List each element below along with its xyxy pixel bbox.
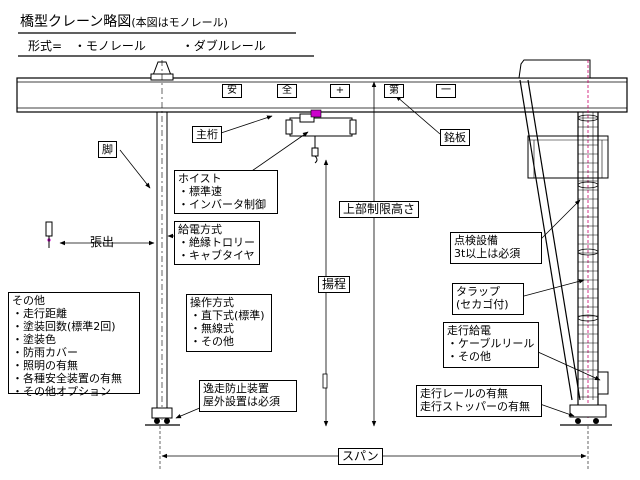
runaway-line: 屋外設置は必須 — [203, 395, 280, 408]
travel-rail-line: 走行ストッパーの有無 — [420, 400, 530, 413]
power-supply-item: ・キャブタイヤ — [178, 249, 255, 262]
span-label: スパン — [338, 448, 383, 465]
pendant-switch — [45, 221, 53, 248]
inspection-line: 3t以上は必須 — [454, 247, 521, 260]
title-main: 橋型クレーン略図 — [20, 14, 132, 30]
ladder-rungs — [578, 117, 598, 398]
hoist-box: ホイスト ・標準速 ・インバータ制御 — [174, 170, 278, 214]
travel-power-heading: 走行給電 — [447, 324, 491, 337]
ladder-line: タラップ — [456, 285, 500, 298]
others-item: ・その他オプション — [12, 385, 111, 398]
others-item: ・防雨カバー — [12, 346, 78, 359]
upper-limit-label: 上部制限高さ — [339, 201, 420, 218]
hoist-item: ・インバータ制御 — [178, 198, 266, 211]
type-option-monorail: ・モノレール — [73, 39, 146, 53]
inspection-line: 点検設備 — [454, 234, 498, 247]
others-heading: その他 — [12, 294, 45, 307]
hoist-drawing — [284, 109, 357, 164]
others-item: ・走行距離 — [12, 307, 67, 320]
title-note: (本図はモノレール) — [131, 16, 228, 29]
main-girder-label: 主桁 — [192, 126, 222, 143]
others-item: ・照明の有無 — [12, 359, 78, 372]
main-girder — [16, 77, 628, 113]
others-item: ・塗装色 — [12, 333, 56, 346]
leg-label: 脚 — [98, 141, 117, 158]
hoist-item: ・標準速 — [178, 185, 222, 198]
ladder-box: タラップ (セカゴ付) — [452, 283, 524, 315]
lift-label: 揚程 — [318, 276, 351, 293]
runaway-line: 逸走防止装置 — [203, 382, 269, 395]
right-tower — [518, 59, 612, 426]
left-leg — [145, 60, 180, 426]
travel-power-box: 走行給電 ・ケーブルリール ・その他 — [443, 322, 539, 368]
inspection-box: 点検設備 3t以上は必須 — [450, 232, 542, 264]
girder-panel: 全 — [277, 84, 297, 98]
nameplate-label: 銘板 — [440, 129, 470, 146]
others-item: ・各種安全装置の有無 — [12, 372, 122, 385]
travel-power-item: ・その他 — [447, 350, 491, 363]
type-row: 形式= ・モノレール ・ダブルレール — [28, 39, 266, 53]
diagram-title: 橋型クレーン略図(本図はモノレール) — [20, 14, 228, 31]
girder-panel: 安 — [222, 84, 242, 98]
runaway-prevention-box: 逸走防止装置 屋外設置は必須 — [199, 380, 297, 412]
others-item: ・塗装回数(標準2回) — [12, 320, 116, 333]
others-box: その他 ・走行距離 ・塗装回数(標準2回) ・塗装色 ・防雨カバー ・照明の有無… — [8, 292, 140, 398]
travel-power-item: ・ケーブルリール — [447, 337, 535, 350]
power-supply-heading: 給電方式 — [178, 223, 222, 236]
operation-heading: 操作方式 — [190, 296, 234, 309]
power-supply-box: 給電方式 ・絶縁トロリー ・キャブタイヤ — [174, 221, 260, 265]
ladder-line: (セカゴ付) — [456, 298, 509, 311]
travel-rail-box: 走行レールの有無 走行ストッパーの有無 — [416, 385, 542, 417]
girder-panel: 一 — [436, 84, 456, 98]
operation-box: 操作方式 ・直下式(標準) ・無線式 ・その他 — [186, 294, 272, 352]
type-label: 形式= — [28, 39, 63, 53]
operation-item: ・直下式(標準) — [190, 309, 265, 322]
girder-panel: + — [330, 84, 350, 98]
power-supply-item: ・絶縁トロリー — [178, 236, 255, 249]
hoist-heading: ホイスト — [178, 172, 222, 185]
travel-rail-line: 走行レールの有無 — [420, 387, 508, 400]
overhang-label: 張出 — [90, 235, 115, 249]
operation-item: ・その他 — [190, 335, 234, 348]
operation-item: ・無線式 — [190, 322, 234, 335]
girder-panel: 第 — [384, 84, 404, 98]
type-option-double-rail: ・ダブルレール — [181, 39, 266, 53]
